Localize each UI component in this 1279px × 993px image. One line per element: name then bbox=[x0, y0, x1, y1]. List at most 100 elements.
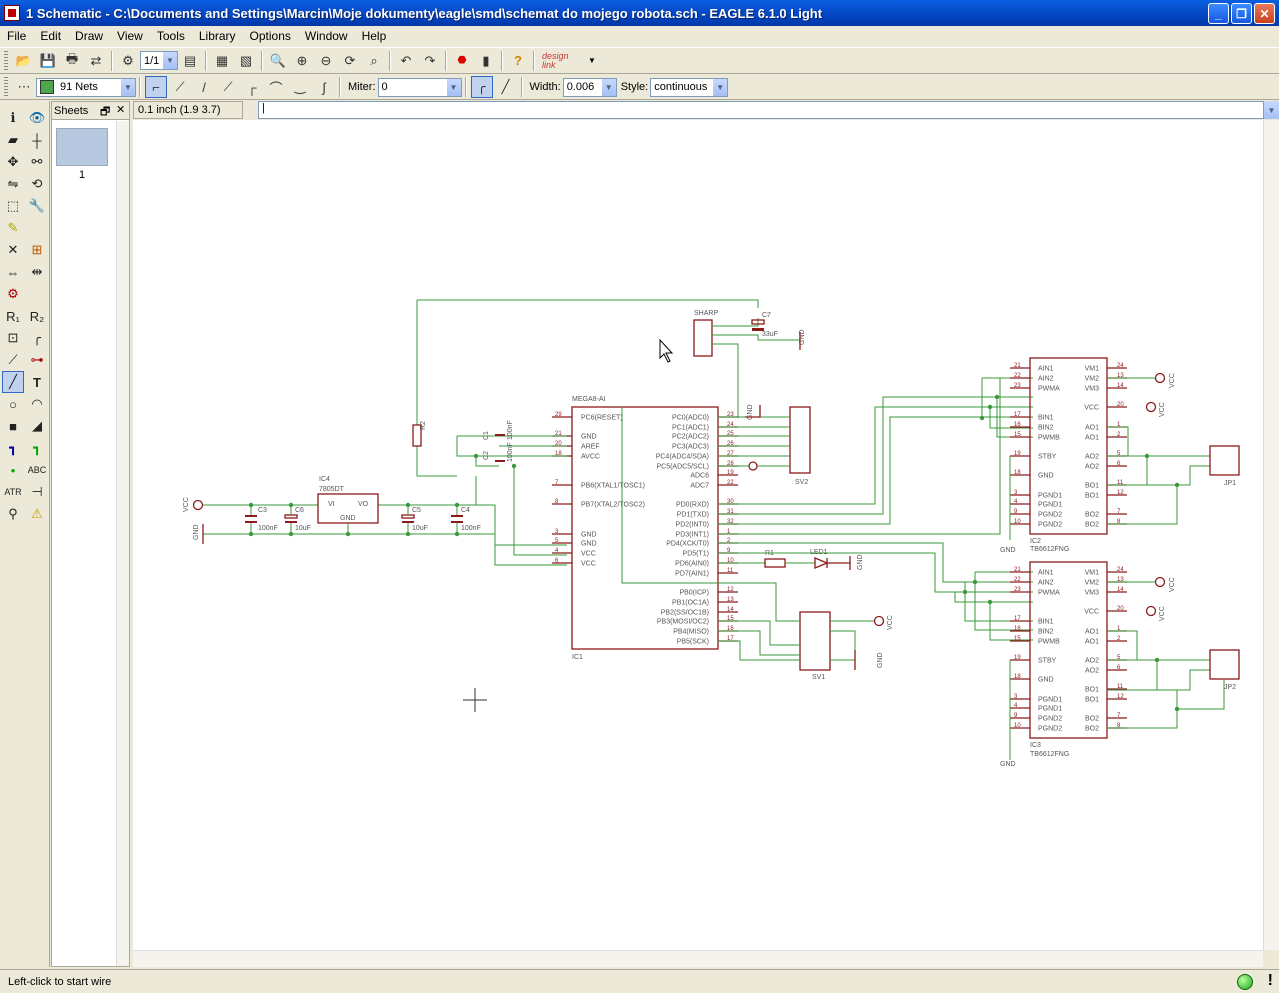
menu-tools[interactable]: Tools bbox=[156, 29, 185, 43]
close-panel-icon[interactable]: ✕ bbox=[116, 104, 126, 116]
toolbar-grip[interactable] bbox=[4, 50, 8, 71]
arc-tool-icon[interactable]: ◠ bbox=[31, 396, 43, 411]
move-icon[interactable]: ✥ bbox=[7, 154, 19, 169]
zoom-select-icon[interactable]: ⌕ bbox=[370, 52, 378, 68]
stop-icon[interactable]: ⬣ bbox=[457, 55, 467, 66]
wire-tool-icon[interactable]: ╱ bbox=[2, 371, 24, 393]
close-button[interactable]: ✕ bbox=[1254, 3, 1275, 24]
c2-value: 100nF bbox=[507, 442, 514, 462]
show-eye-icon[interactable]: 👁 bbox=[28, 110, 46, 125]
minimize-button[interactable]: _ bbox=[1208, 3, 1229, 24]
designlink-chevron-down-icon[interactable]: ▼ bbox=[588, 56, 596, 65]
attribute-icon[interactable]: ATR bbox=[4, 487, 22, 497]
use-library-icon[interactable]: ⚙ bbox=[122, 52, 134, 68]
wire-bend-free-icon[interactable]: ∫ bbox=[322, 79, 326, 95]
name-icon[interactable]: R₁ bbox=[6, 308, 20, 324]
menu-help[interactable]: Help bbox=[361, 29, 387, 43]
open-icon[interactable]: 📂 bbox=[15, 52, 33, 68]
schematic-canvas[interactable]: .w { stroke: #3a9a3a; stroke-width: 1; f… bbox=[133, 120, 1263, 950]
wire-bend-arc2-icon[interactable]: ‿ bbox=[294, 79, 306, 94]
pinswap-icon[interactable]: ⇔ bbox=[6, 264, 20, 280]
split-icon[interactable]: ⟋ bbox=[8, 352, 18, 367]
bus-tool-icon[interactable]: ┓ bbox=[9, 440, 17, 455]
miter-straight-icon[interactable]: ╱ bbox=[501, 79, 510, 94]
add-part-icon[interactable]: ⊞ bbox=[31, 242, 43, 257]
go-icon[interactable]: ▮ bbox=[482, 52, 490, 68]
stop-command-icon[interactable]: ! bbox=[1267, 972, 1273, 989]
help-icon[interactable]: ? bbox=[514, 53, 522, 68]
erc-icon[interactable]: ⚲ bbox=[8, 506, 18, 521]
parameter-toolbar: ⋯ 91 Nets ▼ ⌐ ⟋ / ⟋ ┌ ⌒ ‿ ∫ Miter: 0 ▼ ╭… bbox=[0, 75, 1279, 100]
undo-icon[interactable]: ↶ bbox=[400, 52, 412, 68]
wire-bend-90b-icon[interactable]: ┌ bbox=[247, 79, 257, 95]
menu-view[interactable]: View bbox=[117, 29, 143, 43]
errors-icon[interactable]: ⚠ bbox=[31, 506, 43, 521]
redraw-icon[interactable]: ⟳ bbox=[344, 52, 356, 68]
delete-icon[interactable]: ✕ bbox=[7, 242, 19, 257]
redo-icon[interactable]: ↷ bbox=[424, 52, 436, 68]
circle-tool-icon[interactable]: ○ bbox=[9, 396, 17, 412]
ulp-icon[interactable]: ▧ bbox=[239, 52, 253, 68]
menu-options[interactable]: Options bbox=[249, 29, 291, 43]
command-history-chevron-down-icon[interactable]: ▼ bbox=[1264, 101, 1279, 119]
wire-bend-45b-icon[interactable]: ⟋ bbox=[223, 79, 233, 94]
zoom-in-icon[interactable]: ⊕ bbox=[296, 52, 308, 68]
rotate-icon[interactable]: ⟲ bbox=[31, 176, 43, 191]
mark-icon[interactable]: ┼ bbox=[32, 132, 42, 148]
sheets-scrollbar[interactable] bbox=[116, 121, 129, 966]
canvas-horizontal-scrollbar[interactable] bbox=[133, 950, 1263, 967]
display-layers-icon[interactable]: ▰ bbox=[8, 132, 18, 147]
layer-select[interactable]: 91 Nets ▼ bbox=[36, 77, 136, 97]
rect-tool-icon[interactable]: ■ bbox=[9, 418, 17, 434]
value-icon[interactable]: R₂ bbox=[29, 308, 45, 324]
script-icon[interactable]: ▦ bbox=[215, 52, 229, 68]
command-line-input[interactable]: | bbox=[258, 101, 1264, 119]
paste-icon[interactable]: ✎ bbox=[7, 220, 19, 235]
label-tool-icon[interactable]: ABC bbox=[27, 465, 47, 475]
width-select[interactable]: 0.006 ▼ bbox=[562, 77, 617, 97]
print-icon[interactable]: 🖶 bbox=[65, 50, 79, 66]
save-icon[interactable]: 💾 bbox=[39, 52, 57, 68]
sheet-thumbnail[interactable] bbox=[56, 128, 108, 166]
canvas-vertical-scrollbar[interactable] bbox=[1263, 120, 1279, 950]
miter-input[interactable]: 0 ▼ bbox=[377, 77, 462, 97]
zoom-out-icon[interactable]: ⊖ bbox=[320, 52, 332, 68]
menu-library[interactable]: Library bbox=[198, 29, 236, 43]
eagle-app-icon[interactable] bbox=[4, 5, 20, 21]
style-select[interactable]: continuous ▼ bbox=[650, 77, 729, 97]
frame-icon[interactable]: ⊣ bbox=[31, 484, 43, 499]
wire-bend-straight-icon[interactable]: / bbox=[202, 79, 206, 95]
invoke-icon[interactable]: ⊶ bbox=[30, 352, 44, 367]
grid-icon[interactable]: ⋯ bbox=[17, 79, 31, 94]
smash-icon[interactable]: ⊡ bbox=[7, 330, 19, 345]
info-icon[interactable]: ℹ bbox=[10, 110, 16, 125]
toolbar2-grip[interactable] bbox=[4, 77, 8, 97]
zoom-fit-icon[interactable]: 🔍 bbox=[269, 52, 287, 68]
miter-round-icon[interactable]: ╭ bbox=[470, 76, 493, 98]
cam-icon[interactable]: ⇄ bbox=[90, 52, 102, 68]
gateswap-icon[interactable]: ⇹ bbox=[31, 264, 43, 279]
polygon-tool-icon[interactable]: ◢ bbox=[32, 418, 42, 433]
wire-bend-45-icon[interactable]: ⟋ bbox=[175, 79, 185, 94]
wire-bend-arc-icon[interactable]: ⌒ bbox=[269, 80, 283, 96]
wire-bend-90-icon[interactable]: ⌐ bbox=[145, 76, 167, 98]
board-icon[interactable]: ▤ bbox=[183, 52, 197, 68]
copy-icon[interactable]: ⚯ bbox=[31, 154, 43, 169]
menu-window[interactable]: Window bbox=[304, 29, 348, 43]
change-wrench-icon[interactable]: 🔧 bbox=[28, 198, 46, 213]
group-icon[interactable]: ⬚ bbox=[6, 198, 20, 213]
net-tool-icon[interactable]: ┓ bbox=[33, 440, 41, 455]
mirror-icon[interactable]: ⇋ bbox=[7, 176, 19, 191]
c3-value: 100nF bbox=[258, 525, 278, 532]
designlink-button[interactable]: design link bbox=[542, 51, 584, 70]
undock-icon[interactable]: 🗗 bbox=[100, 106, 111, 118]
menu-edit[interactable]: Edit bbox=[40, 29, 62, 43]
junction-icon[interactable]: • bbox=[10, 462, 16, 478]
text-tool-icon[interactable]: T bbox=[33, 374, 41, 390]
menu-file[interactable]: File bbox=[7, 29, 27, 43]
menu-draw[interactable]: Draw bbox=[75, 29, 104, 43]
replace-icon[interactable]: ⚙ bbox=[7, 286, 19, 301]
miter-tool-icon[interactable]: ╭ bbox=[33, 330, 41, 345]
restore-button[interactable]: ❐ bbox=[1231, 3, 1252, 24]
sheet-select[interactable]: 1/1 ▼ bbox=[140, 51, 178, 70]
